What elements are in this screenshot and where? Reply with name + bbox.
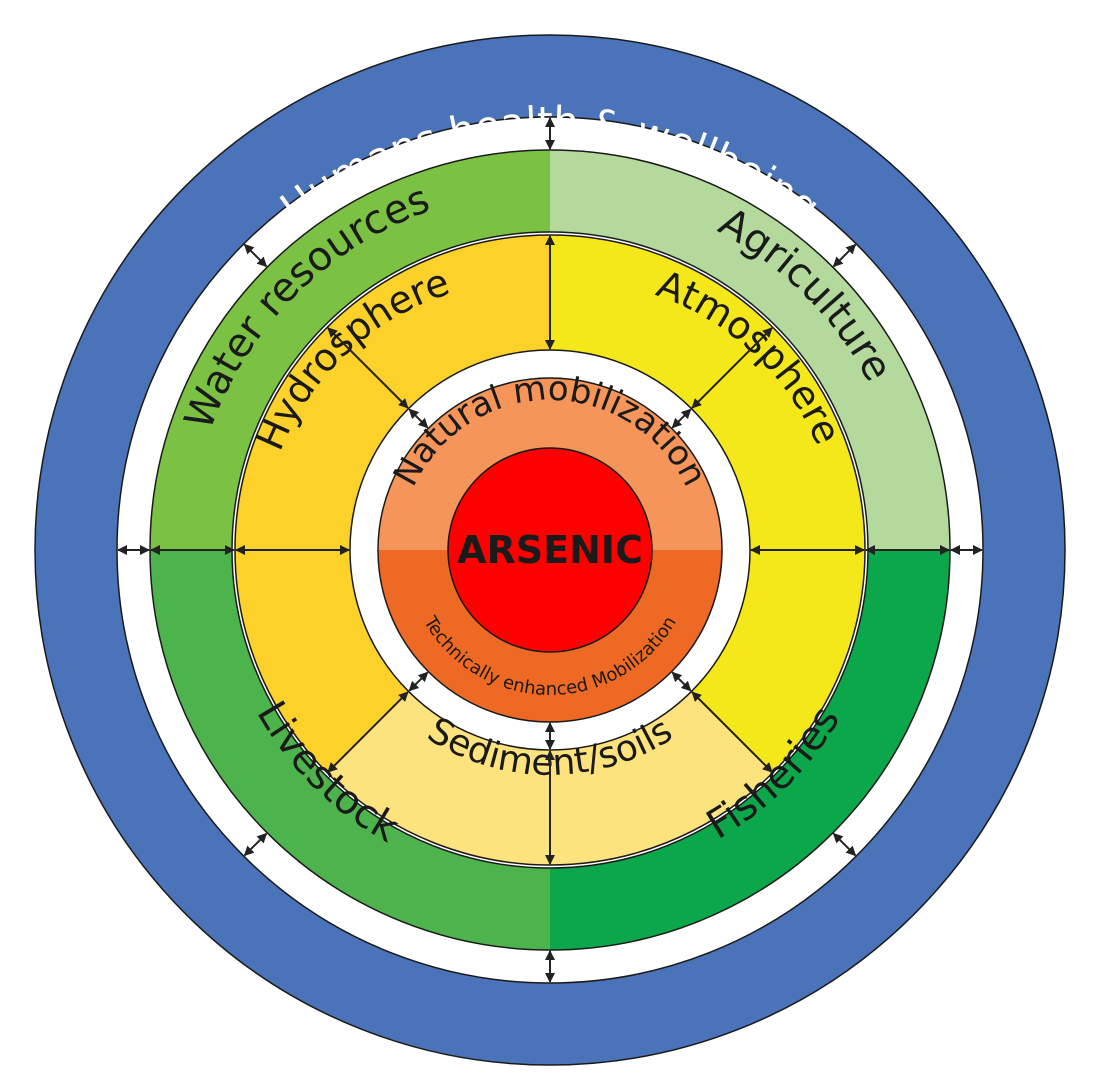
arrow-outer-315 (832, 243, 857, 268)
arsenic-core (447, 447, 653, 653)
arrow-mid-315 (691, 327, 773, 409)
arrow-inner-315 (671, 408, 692, 429)
arrow-inner-135 (408, 671, 429, 692)
arrow-mid-45 (691, 691, 773, 773)
arrow-outer-45 (832, 832, 857, 857)
arrow-outer-135 (243, 832, 268, 857)
arrow-outer-225 (243, 243, 268, 268)
arsenic-label: ARSENIC (457, 528, 643, 572)
connector-arrows (117, 117, 983, 983)
arrow-mid-225 (327, 327, 409, 409)
arrow-inner-225 (408, 408, 429, 429)
arrow-mid-135 (327, 691, 409, 773)
arrow-inner-45 (671, 671, 692, 692)
